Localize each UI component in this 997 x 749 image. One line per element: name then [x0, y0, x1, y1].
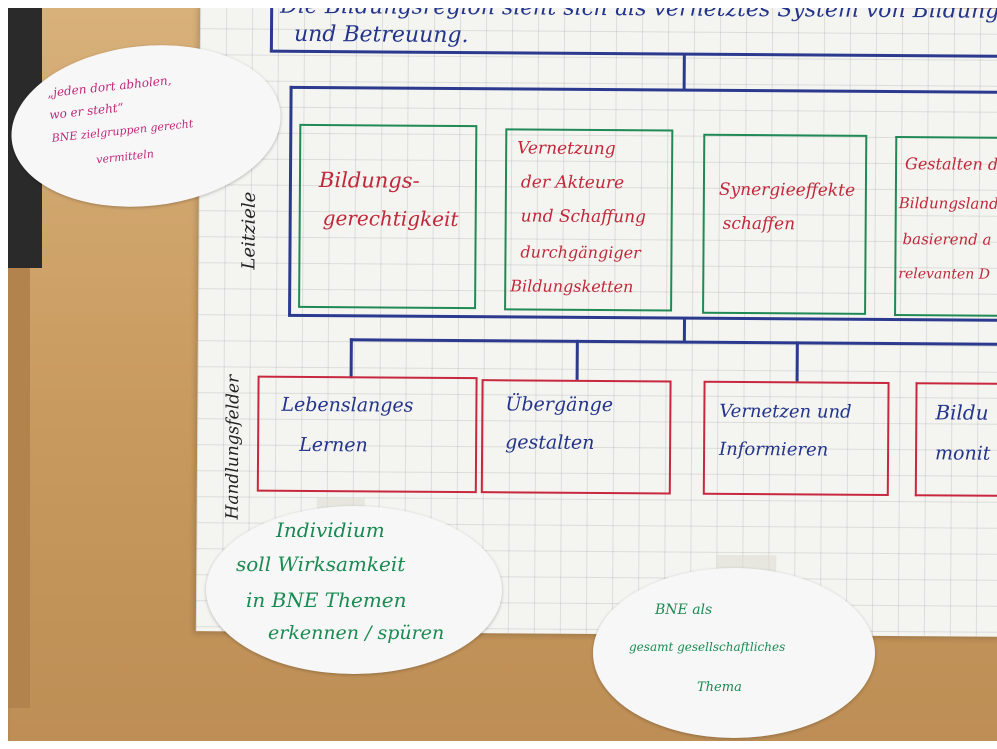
- leitziel-4-line-3: basierend a: [902, 230, 992, 249]
- handlungsfeld-2-line-2: gestalten: [505, 431, 595, 454]
- note-bottom-left-line-3: in BNE Themen: [246, 588, 407, 612]
- note-bottom-right-line-2: gesamt gesellschaftliches: [629, 640, 786, 654]
- note-bottom-left-line-1: Individium: [276, 518, 385, 542]
- leitziele-frame-top: [289, 85, 997, 94]
- connector-hf-2: [575, 339, 579, 380]
- photo: Die Bildungsregion sieht sich als vernet…: [8, 8, 997, 741]
- handlungsfeld-4-line-2: monit: [935, 442, 991, 465]
- handlungsfelder-bar: [349, 338, 997, 346]
- leitziel-3-line-1: Synergieeffekte: [718, 179, 856, 201]
- note-bottom-left-line-2: soll Wirksamkeit: [236, 552, 406, 576]
- leitziele-frame-left: [288, 85, 293, 316]
- note-bottom-right-line-1: BNE als: [655, 602, 713, 618]
- leitziel-box-4: Gestalten d Bildungsland basierend a rel…: [894, 136, 997, 317]
- leitziel-4-line-4: relevanten D: [898, 266, 991, 283]
- note-top-left-line-2: wo er steht“: [48, 100, 125, 123]
- connector-hf-1: [349, 338, 353, 379]
- leitziel-1-line-1: Bildungs-: [318, 168, 420, 193]
- note-top-left-line-4: vermitteln: [95, 147, 155, 167]
- connector-hf-3: [795, 341, 799, 382]
- note-bottom-right-line-3: Thema: [697, 680, 742, 695]
- handlungsfeld-1-line-2: Lernen: [299, 433, 368, 457]
- handlungsfelder-label: Handlungsfelder: [222, 374, 244, 520]
- leitziel-2-line-5: Bildungsketten: [510, 276, 634, 297]
- leitziele-label: Leitziele: [238, 191, 260, 270]
- leitziel-2-line-1: Vernetzung: [517, 138, 616, 160]
- handlungsfeld-4-line-1: Bildu: [935, 400, 989, 425]
- handlungsfeld-box-1: Lebenslanges Lernen: [256, 375, 478, 494]
- leitziel-2-line-4: durchgängiger: [520, 242, 641, 263]
- note-top-left-line-1: „jeden dort abholen,: [46, 73, 172, 101]
- table-edge: [8, 268, 30, 708]
- leitziel-4-line-1: Gestalten d: [905, 154, 997, 174]
- handlungsfeld-3-line-1: Vernetzen und: [719, 400, 852, 423]
- connector-down-1: [682, 54, 686, 91]
- handlungsfeld-2-line-1: Übergänge: [505, 393, 614, 417]
- leitziel-2-line-2: der Akteure: [520, 172, 625, 194]
- header-line-2: und Betreuung.: [293, 21, 469, 49]
- note-bottom-left-line-4: erkennen / spüren: [268, 622, 445, 644]
- header-box-left: [269, 8, 274, 52]
- leitziel-2-line-3: und Schaffung: [520, 206, 647, 228]
- note-top-left-line-3: BNE zielgruppen gerecht: [51, 117, 194, 145]
- leitziele-frame-bottom: [288, 313, 997, 322]
- connector-down-2: [682, 318, 687, 343]
- handlungsfeld-box-4: Bildu monit: [914, 382, 997, 497]
- leitziel-box-2: Vernetzung der Akteure und Schaffung dur…: [504, 128, 674, 312]
- note-bottom-left: Individium soll Wirksamkeit in BNE Theme…: [206, 506, 502, 674]
- leitziel-box-3: Synergieeffekte schaffen: [702, 133, 868, 315]
- handlungsfeld-3-line-2: Informieren: [719, 438, 829, 461]
- leitziel-1-line-2: gerechtigkeit: [322, 206, 459, 232]
- leitziel-4-line-2: Bildungsland: [898, 194, 997, 213]
- note-bottom-right: BNE als gesamt gesellschaftliches Thema: [593, 568, 875, 738]
- leitziel-3-line-2: schaffen: [722, 213, 796, 235]
- handlungsfeld-box-2: Übergänge gestalten: [480, 379, 672, 495]
- handlungsfeld-1-line-1: Lebenslanges: [281, 393, 414, 417]
- handlungsfeld-box-3: Vernetzen und Informieren: [702, 380, 890, 497]
- leitziel-box-1: Bildungs- gerechtigkeit: [298, 123, 478, 310]
- header-box-bottom: [269, 49, 997, 58]
